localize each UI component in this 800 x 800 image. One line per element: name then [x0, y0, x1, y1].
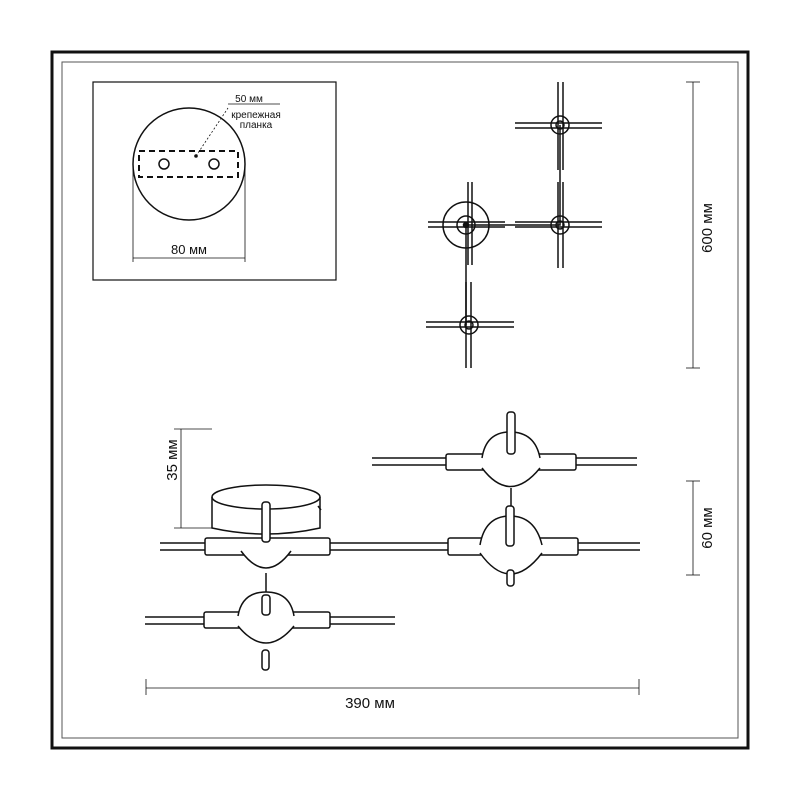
base-plate-inset: 50 мм крепежная планка 80 мм [92, 81, 337, 281]
screw-hole-left [158, 158, 170, 170]
plan-view [426, 82, 602, 368]
diameter-label: 80 мм [171, 242, 207, 257]
mounting-bar [138, 150, 239, 178]
stem-right-down [506, 569, 515, 587]
plan-node-2 [550, 115, 570, 135]
body-depth-dimension: 60 мм [686, 480, 716, 576]
inset-frame [92, 81, 337, 281]
width-label: 390 мм [345, 695, 395, 712]
dome-left-upper [240, 550, 292, 569]
screw-hole-right [208, 158, 220, 170]
base-depth-dimension: 35 мм [164, 428, 212, 529]
plan-base [442, 201, 490, 249]
canopy-screw [317, 505, 322, 511]
dome-lower-bottom [237, 625, 295, 644]
plate-width-label: 50 мм [235, 94, 263, 105]
stem-upper [506, 411, 516, 455]
stem-lower-down [261, 649, 270, 671]
height-label: 600 мм [699, 203, 716, 253]
plate-name-line1: крепежная [231, 110, 281, 121]
inner-frame [61, 61, 739, 739]
height-dimension: 600 мм [686, 81, 716, 369]
plate-name-line2: планка [240, 120, 273, 131]
plan-base-ring [456, 215, 476, 235]
plan-node-3-inner [555, 220, 565, 230]
elevation-view [145, 411, 640, 671]
stem-right-mid [505, 505, 515, 547]
plan-node-4 [459, 315, 479, 335]
plan-node-4-inner [464, 320, 474, 330]
plan-node-2-inner [555, 120, 565, 130]
dome-upper-bottom [481, 467, 541, 488]
stem-left-upper [261, 501, 271, 543]
stem-lower-up [261, 594, 271, 616]
plan-arm-a [466, 125, 561, 226]
body-depth-label: 60 мм [699, 507, 716, 548]
outer-frame [50, 50, 750, 750]
leader-line [195, 107, 229, 157]
base-depth-label: 35 мм [164, 439, 181, 480]
plan-node-3 [550, 215, 570, 235]
width-dimension: 390 мм [145, 679, 640, 712]
base-circle [132, 107, 246, 221]
